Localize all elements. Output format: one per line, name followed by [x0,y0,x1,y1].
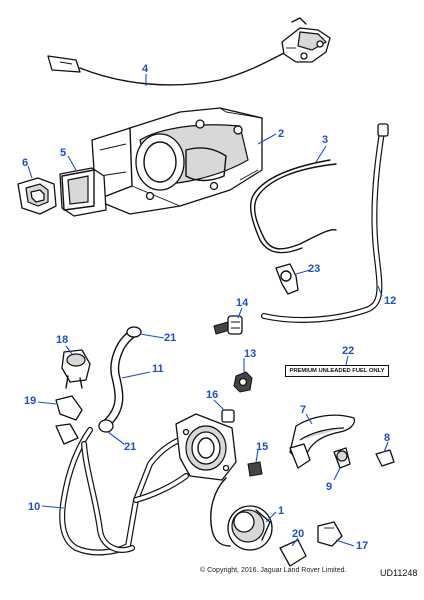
part-13-nut [233,371,253,393]
part-18-valve [61,349,91,389]
part-17-clip [317,521,343,547]
svg-text:7: 7 [300,404,306,416]
svg-text:11: 11 [152,363,164,375]
svg-text:9: 9 [326,481,332,493]
callout-4: 4 [142,63,149,86]
callout-21b: 21 [107,431,136,453]
callout-10: 10 [28,501,65,513]
part-6-grommet [17,177,57,215]
part-8-clip [375,449,395,467]
callout-17: 17 [335,539,368,552]
callout-21a: 21 [139,332,176,344]
callout-22: 22 [342,345,354,366]
callouts: 1 2 3 4 5 6 7 8 9 10 11 12 13 14 15 16 1… [22,63,396,552]
svg-text:17: 17 [356,540,368,552]
callout-16: 16 [206,389,225,411]
callout-8: 8 [383,432,390,453]
svg-text:19: 19 [24,395,36,407]
diagram-code: UD11248 [380,568,418,578]
svg-text:3: 3 [322,134,328,146]
callout-6: 6 [22,157,33,179]
callout-5: 5 [60,147,77,171]
callout-13: 13 [243,348,256,372]
part-15-fastener [247,461,263,477]
callout-2: 2 [257,128,284,145]
callout-23: 23 [295,263,320,275]
callout-7: 7 [300,404,313,425]
part-20-sleeve [279,539,307,567]
part-2-filler-housing [91,107,263,215]
part-14-screw [213,315,243,335]
svg-text:22: 22 [342,345,354,357]
part-1-filler-cap [210,477,273,551]
svg-text:21: 21 [124,441,136,453]
callout-12: 12 [377,285,396,307]
part-23-clip [275,263,299,295]
svg-text:20: 20 [292,528,304,540]
svg-text:5: 5 [60,147,66,159]
callout-20: 20 [291,528,304,547]
part-4-actuator-cable [47,17,331,86]
svg-text:15: 15 [256,441,268,453]
callout-11: 11 [121,363,164,379]
svg-text:4: 4 [142,63,149,75]
svg-text:1: 1 [278,505,284,517]
copyright-text: © Copyright, 2016. Jaguar Land Rover Lim… [200,567,347,574]
svg-text:18: 18 [56,334,68,346]
svg-text:23: 23 [308,263,320,275]
svg-text:8: 8 [384,432,390,444]
part-11-filler-hose [98,326,142,433]
svg-text:13: 13 [244,348,256,360]
part-22-fuel-label: PREMIUM UNLEADED FUEL ONLY [285,365,389,377]
part-10-filler-pipe [59,427,193,556]
callout-18: 18 [56,334,73,355]
svg-text:16: 16 [206,389,218,401]
callout-3: 3 [315,134,328,163]
part-19-bracket [55,395,83,445]
part-9-buffer [333,447,351,469]
svg-text:21: 21 [164,332,176,344]
svg-text:2: 2 [278,128,284,140]
callout-9: 9 [326,467,341,493]
callout-1: 1 [265,505,284,523]
part-16-filler-neck [175,409,237,481]
part-5-seal [59,167,107,217]
callout-14: 14 [236,297,249,319]
part-3-seal-strip [250,159,337,254]
svg-text:12: 12 [384,295,396,307]
part-12-vent-hose [261,123,389,323]
svg-text:10: 10 [28,501,40,513]
callout-19: 19 [24,395,57,407]
svg-text:6: 6 [22,157,28,169]
part-7-flap-hinge [289,414,356,469]
svg-text:14: 14 [236,297,249,309]
callout-15: 15 [255,441,268,463]
